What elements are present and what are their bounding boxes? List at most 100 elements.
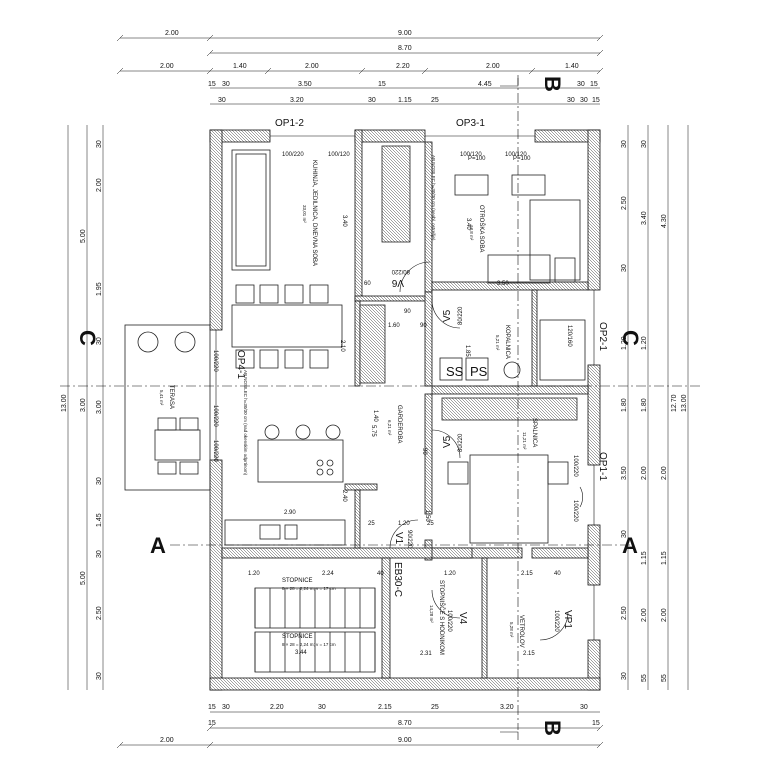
svg-text:1.15: 1.15 <box>661 551 668 565</box>
svg-text:5,21 m²: 5,21 m² <box>495 335 500 351</box>
stair-label-2: STOPNICE <box>282 634 313 640</box>
svg-text:13.00: 13.00 <box>681 394 688 412</box>
svg-text:80/220: 80/220 <box>458 433 464 452</box>
dim-top-24: 15 <box>592 97 600 104</box>
dim-tick <box>596 724 604 732</box>
svg-text:1.85: 1.85 <box>464 345 470 357</box>
dim-tick <box>596 34 604 42</box>
section-b-bottom: B <box>540 720 565 736</box>
dim-top-14: 4.45 <box>478 81 492 88</box>
svg-text:5,28 m²: 5,28 m² <box>509 622 514 638</box>
label-v1: V1 <box>393 532 404 545</box>
svg-text:2.15: 2.15 <box>521 571 533 577</box>
svg-text:90/220: 90/220 <box>406 530 412 549</box>
svg-text:1.20: 1.20 <box>248 571 260 577</box>
section-a-right: A <box>622 533 638 558</box>
dim-tick <box>206 49 214 57</box>
svg-text:100/220: 100/220 <box>572 455 578 477</box>
label-v5b: V5 <box>442 435 453 448</box>
section-c-right: C <box>618 330 643 346</box>
dim-tick <box>116 67 124 75</box>
svg-text:30: 30 <box>96 337 103 345</box>
svg-text:5.75: 5.75 <box>370 425 376 437</box>
dim-top-19: 30 <box>368 97 376 104</box>
dim-top-2: 9.00 <box>398 30 412 37</box>
svg-text:8.70: 8.70 <box>398 720 412 727</box>
dim-top-13: 15 <box>378 81 386 88</box>
section-b-top: B <box>540 76 565 92</box>
label-op3-1: OP3-1 <box>456 118 485 129</box>
svg-text:AB NOSILEC h=30/30 cm (neobl.: AB NOSILEC h=30/30 cm (neobl. ostrešje) <box>431 155 436 241</box>
room-vetrolov: VETROLOV <box>518 615 524 648</box>
svg-text:1.60: 1.60 <box>388 323 400 329</box>
svg-text:30: 30 <box>621 530 628 538</box>
stair-label-1: STOPNICE <box>282 578 313 584</box>
svg-text:120/160: 120/160 <box>566 325 572 347</box>
svg-text:1.40: 1.40 <box>372 410 378 422</box>
svg-text:1.20: 1.20 <box>398 521 410 527</box>
svg-text:2.90: 2.90 <box>284 510 296 516</box>
svg-text:2.20: 2.20 <box>270 704 284 711</box>
svg-text:5.00: 5.00 <box>80 571 87 585</box>
dim-top-7: 2.20 <box>396 63 410 70</box>
svg-text:90: 90 <box>421 448 427 455</box>
room-kuhinja: KUHINJA, JEDILNICA, DNEVNA SOBA <box>311 160 317 266</box>
svg-text:100/220: 100/220 <box>282 152 304 158</box>
dim-top-5: 1.40 <box>233 63 247 70</box>
furniture <box>124 145 586 673</box>
dim-tick <box>528 67 536 75</box>
svg-text:2.15: 2.15 <box>378 704 392 711</box>
dim-top-6: 2.00 <box>305 63 319 70</box>
svg-text:12.70: 12.70 <box>671 394 678 412</box>
svg-text:2.00: 2.00 <box>661 466 668 480</box>
svg-text:3.40: 3.40 <box>341 215 347 227</box>
dim-top-12: 3.50 <box>298 81 312 88</box>
svg-text:30: 30 <box>96 672 103 680</box>
svg-text:30: 30 <box>621 672 628 680</box>
label-v6: V6 <box>391 277 404 288</box>
room-terasa: TERASA <box>168 385 174 409</box>
section-markers: A A C C B B <box>75 76 643 736</box>
bottom-dimensions: 15 30 2.20 30 2.15 25 3.20 30 15 8.70 15… <box>160 704 600 744</box>
notes: AB NOSILEC h=30/30 cm (neobl. ostrešje) … <box>243 155 488 647</box>
svg-text:80/220: 80/220 <box>391 268 410 274</box>
svg-text:100/220: 100/220 <box>212 405 218 427</box>
label-v4: V4 <box>457 612 468 625</box>
dim-tick <box>116 34 124 42</box>
svg-text:100/220: 100/220 <box>212 440 218 462</box>
svg-text:3.20: 3.20 <box>500 704 514 711</box>
svg-text:3.00: 3.00 <box>80 398 87 412</box>
dim-top-18: 3.20 <box>290 97 304 104</box>
svg-text:2.00: 2.00 <box>641 608 648 622</box>
dim-top-17: 30 <box>218 97 226 104</box>
svg-text:13.00: 13.00 <box>61 394 68 412</box>
svg-text:5.00: 5.00 <box>80 229 87 243</box>
svg-text:25: 25 <box>368 521 375 527</box>
svg-text:P=100: P=100 <box>468 156 486 162</box>
label-op4-1: OP4-1 <box>235 350 246 379</box>
svg-text:8 × 28 = 2,24 m; v = 17 cm: 8 × 28 = 2,24 m; v = 17 cm <box>282 586 336 591</box>
label-op2-1: OP2-1 <box>597 322 608 351</box>
svg-text:55: 55 <box>661 674 668 682</box>
room-labels: KUHINJA, JEDILNICA, DNEVNA SOBA 33,01 m²… <box>159 160 537 655</box>
svg-text:3.40: 3.40 <box>465 218 471 230</box>
dim-top-1: 2.00 <box>165 30 179 37</box>
svg-text:1.80: 1.80 <box>621 398 628 412</box>
svg-text:25: 25 <box>427 521 434 527</box>
dim-top-23: 30 <box>580 97 588 104</box>
section-c-left: C <box>75 330 100 346</box>
room-stopnisce: STOPNIŠČE S HODNIKOM <box>438 580 445 655</box>
ss-label: SS <box>446 364 464 379</box>
label-vp1: VP1 <box>562 610 573 629</box>
svg-text:3.44: 3.44 <box>295 650 307 656</box>
dim-top-16: 15 <box>590 81 598 88</box>
svg-text:9.00: 9.00 <box>398 737 412 744</box>
svg-text:40: 40 <box>377 571 384 577</box>
svg-text:1.45: 1.45 <box>96 513 103 527</box>
svg-text:1.20: 1.20 <box>444 571 456 577</box>
svg-text:3.50: 3.50 <box>621 466 628 480</box>
svg-text:2.50: 2.50 <box>621 606 628 620</box>
svg-text:2.00: 2.00 <box>661 608 668 622</box>
dim-tick <box>358 67 366 75</box>
